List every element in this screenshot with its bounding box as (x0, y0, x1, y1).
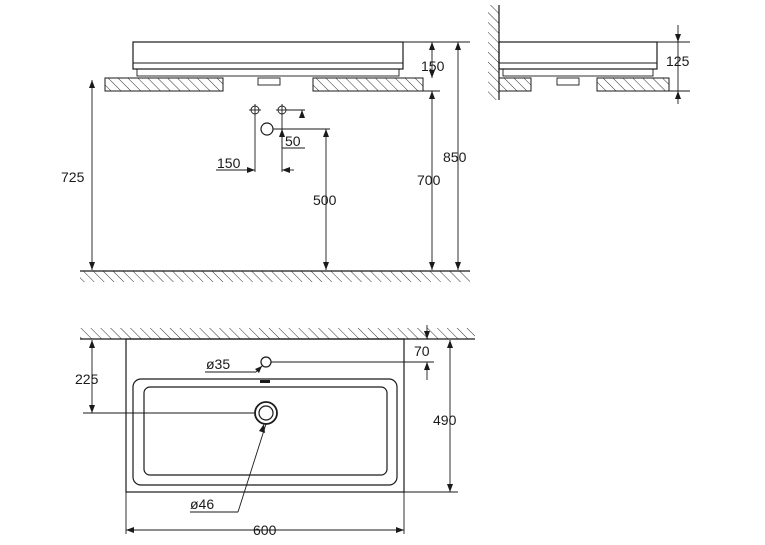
dim-490: 490 (433, 412, 457, 428)
overflow-slot (260, 380, 270, 383)
basin-plan-outline (125, 338, 405, 493)
bowl-outer (132, 378, 398, 486)
basin-base (136, 68, 400, 77)
dim-725: 725 (61, 169, 85, 185)
drain-outer-ring (254, 401, 278, 425)
tap-hole (260, 356, 272, 368)
dim-35: ø35 (206, 356, 230, 372)
floor-hatch (80, 271, 470, 282)
dim-600: 600 (253, 522, 277, 538)
waste-outlet (260, 122, 274, 136)
dim-46: ø46 (190, 496, 214, 512)
basin-side-body (498, 41, 658, 70)
side-view: 725 850 150 700 (61, 41, 470, 282)
countertop-left (104, 77, 224, 92)
right-view: 125 (488, 5, 690, 104)
dim-700: 700 (417, 172, 441, 188)
bowl-inner (143, 386, 388, 476)
countertop-right (312, 77, 424, 92)
wall-hatch (488, 5, 499, 100)
dim-500: 500 (313, 192, 337, 208)
dim-70: 70 (414, 343, 430, 359)
top-view: ø35 ø46 225 70 490 600 (75, 325, 475, 538)
dim-50: 50 (285, 133, 301, 149)
valve-left (249, 104, 261, 116)
dim-125: 125 (666, 53, 690, 69)
countertop-side-right (596, 77, 670, 92)
drain-side (556, 77, 580, 86)
dim-850: 850 (443, 149, 467, 165)
countertop-side-left (498, 77, 532, 92)
drain-inner-ring (258, 405, 274, 421)
dim-150-valves: 150 (217, 155, 241, 171)
dim-225: 225 (75, 371, 99, 387)
drain-outlet (257, 77, 281, 86)
basin-body (132, 41, 404, 70)
plan-wall-hatch (80, 328, 475, 339)
dim-150-top: 150 (421, 58, 445, 74)
